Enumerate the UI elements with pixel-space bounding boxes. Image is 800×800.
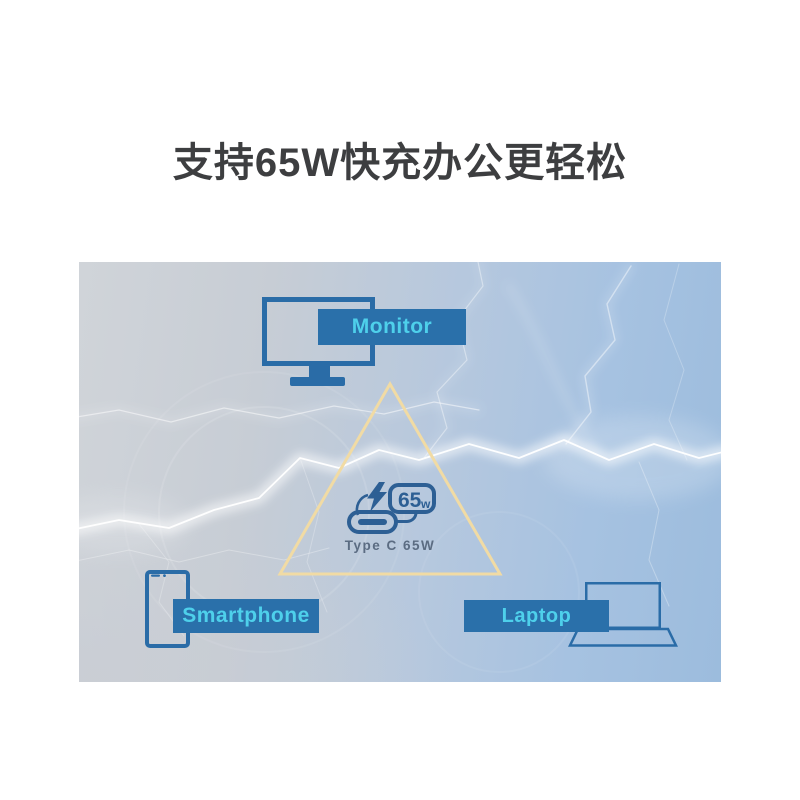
smartphone-label: Smartphone: [173, 599, 319, 633]
badge-wattage-unit: w: [420, 497, 431, 511]
type-c-charge-icon: 65 w: [347, 482, 436, 534]
laptop-label: Laptop: [464, 600, 609, 632]
triangle-outline: [277, 381, 503, 576]
badge-wattage-value: 65: [398, 489, 422, 512]
monitor-label: Monitor: [318, 309, 466, 345]
center-caption: Type C 65W: [345, 538, 436, 553]
cable-line: [396, 512, 418, 523]
usb-c-connector-icon: [347, 510, 398, 534]
lightning-bolt-icon: [367, 482, 387, 512]
power-badge: 65 w: [388, 483, 436, 514]
page-title: 支持65W快充办公更轻松: [172, 141, 628, 185]
scene-graphic: 65 w Type C 65W: [79, 262, 721, 673]
lightning-texture: [79, 262, 721, 673]
feature-image-panel: 65 w Type C 65W Monitor Smartphone Lapto…: [79, 262, 721, 682]
